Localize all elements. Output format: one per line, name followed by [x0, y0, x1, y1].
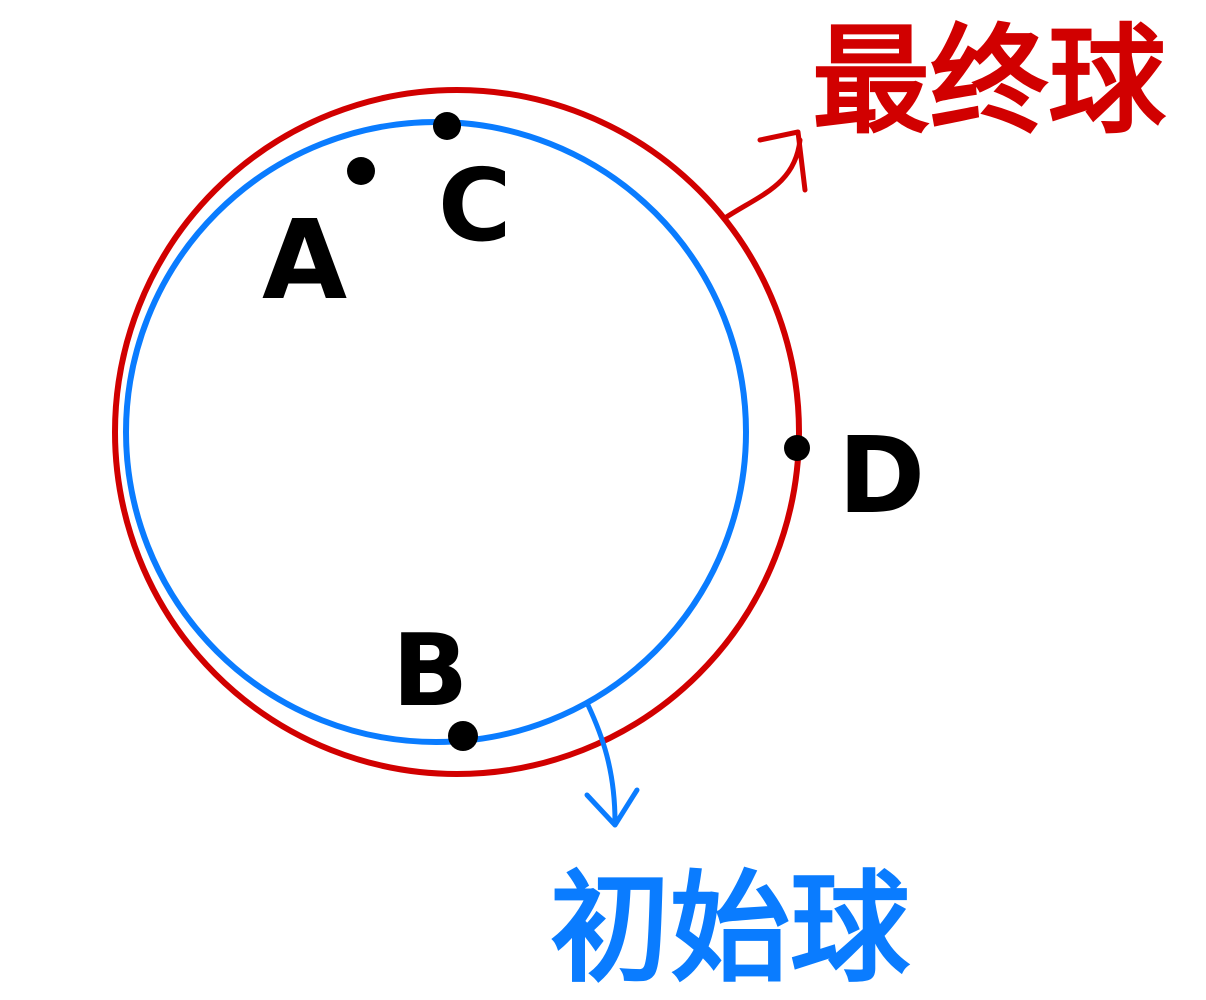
- point-a-label: A: [262, 196, 347, 324]
- point-a-dot: [347, 157, 375, 185]
- final-sphere-arrow: [722, 137, 803, 221]
- initial-sphere-arrow: [585, 702, 618, 825]
- point-b-label: B: [392, 612, 468, 729]
- initial-sphere-arrowhead: [584, 787, 640, 828]
- point-d-label: D: [838, 415, 925, 537]
- point-b-dot: [448, 721, 478, 751]
- point-c-label: C: [438, 147, 511, 264]
- point-d-dot: [784, 435, 810, 461]
- initial-sphere-label: 初始球: [550, 860, 911, 999]
- final-sphere-circle: [112, 87, 802, 777]
- final-sphere-arrowhead: [757, 129, 808, 193]
- point-c-dot: [433, 112, 461, 140]
- final-sphere-label: 最终球: [812, 12, 1167, 150]
